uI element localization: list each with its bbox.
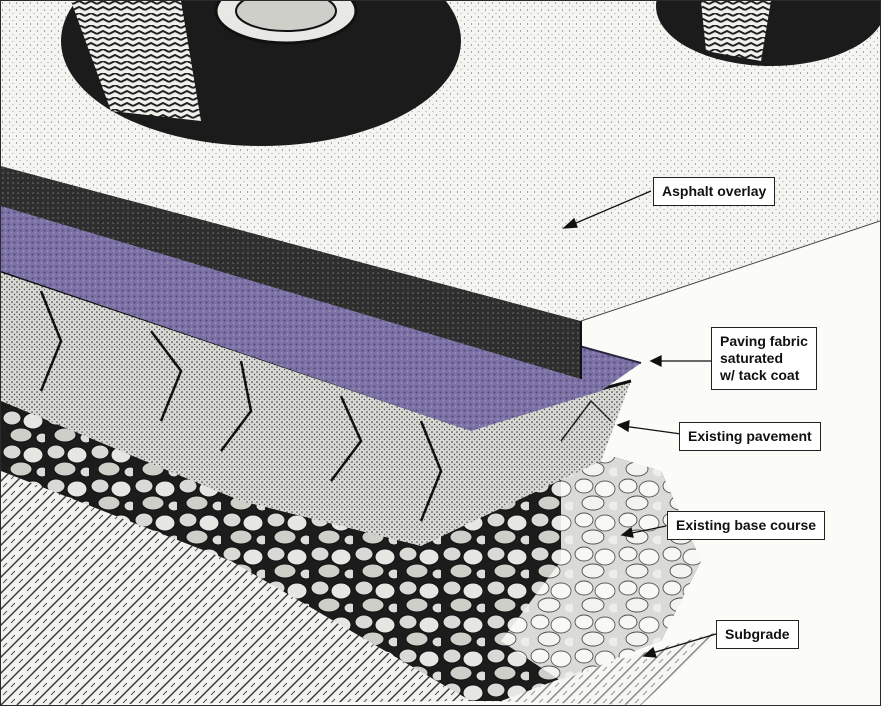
label-asphalt-overlay-text: Asphalt overlay [662, 183, 766, 199]
label-paving-fabric-line-2: saturated [720, 350, 808, 367]
label-subgrade-text: Subgrade [725, 626, 790, 642]
label-asphalt-overlay: Asphalt overlay [653, 177, 775, 206]
label-paving-fabric-line-3: w/ tack coat [720, 367, 808, 384]
label-existing-pavement-text: Existing pavement [688, 428, 812, 444]
label-existing-pavement: Existing pavement [679, 422, 821, 451]
label-existing-base-course: Existing base course [667, 511, 825, 540]
label-subgrade: Subgrade [716, 620, 799, 649]
label-existing-base-course-text: Existing base course [676, 517, 816, 533]
label-paving-fabric: Paving fabric saturated w/ tack coat [711, 327, 817, 390]
label-paving-fabric-line-1: Paving fabric [720, 333, 808, 350]
